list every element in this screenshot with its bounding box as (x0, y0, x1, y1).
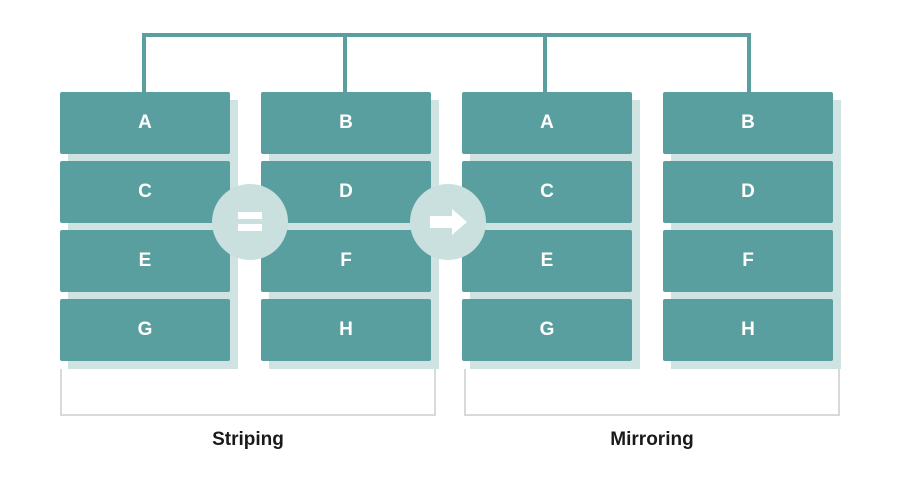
connector-top-bar (142, 33, 751, 37)
arrow-right-icon (430, 209, 467, 235)
connector-drop-2 (343, 33, 347, 92)
disk-2-block-3: F (261, 230, 431, 292)
disk-2-block-2: D (261, 161, 431, 223)
disk-2-block-4: H (261, 299, 431, 361)
disk-3-block-3: E (462, 230, 632, 292)
striping-bracket (60, 369, 436, 416)
disk-3-block-1: A (462, 92, 632, 154)
striping-label: Striping (212, 429, 284, 450)
connector-drop-3 (543, 33, 547, 92)
disk-4-block-3: F (663, 230, 833, 292)
arrow-circle (410, 184, 486, 260)
disk-2-block-1: B (261, 92, 431, 154)
disk-1-block-4: G (60, 299, 230, 361)
disk-1-block-3: E (60, 230, 230, 292)
connector-drop-1 (142, 33, 146, 92)
disk-4-block-4: H (663, 299, 833, 361)
disk-3-block-4: G (462, 299, 632, 361)
disk-4-block-1: B (663, 92, 833, 154)
connector-drop-4 (747, 33, 751, 92)
mirroring-label: Mirroring (610, 429, 694, 450)
disk-4-block-2: D (663, 161, 833, 223)
mirroring-bracket (464, 369, 840, 416)
equals-circle (212, 184, 288, 260)
disk-1-block-2: C (60, 161, 230, 223)
equals-icon (238, 212, 262, 231)
disk-3-block-2: C (462, 161, 632, 223)
disk-1-block-1: A (60, 92, 230, 154)
